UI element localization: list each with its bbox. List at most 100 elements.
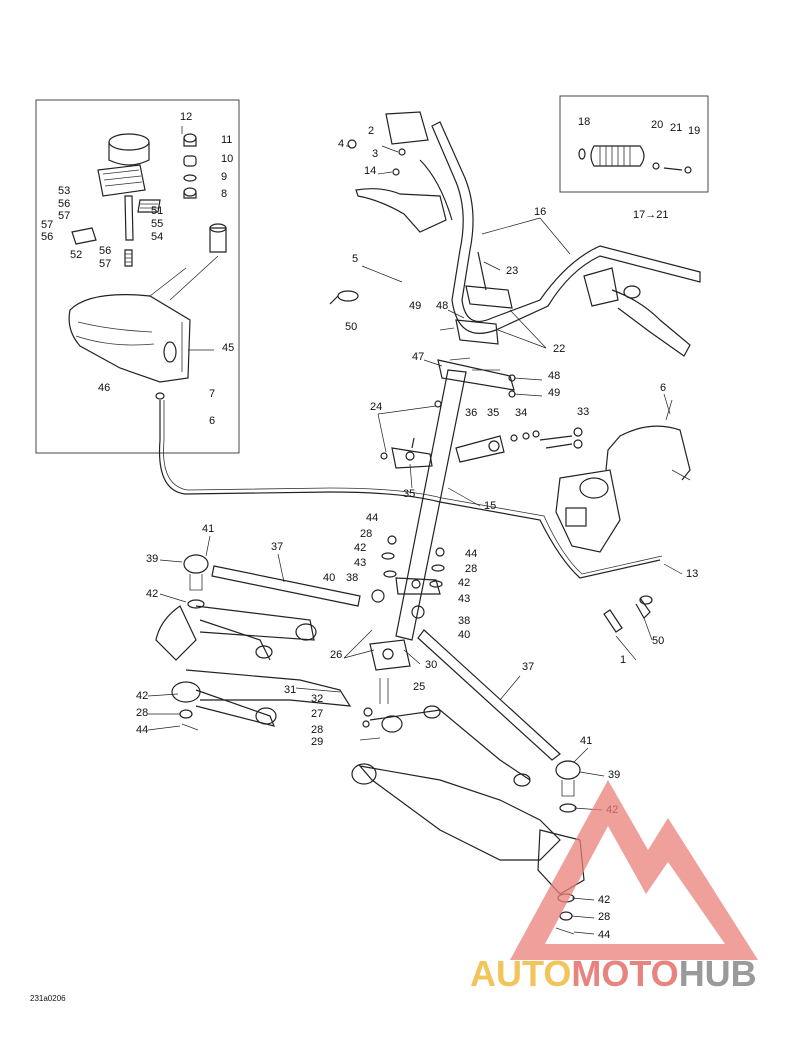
- callout-c42c: 42: [146, 588, 158, 600]
- tie-rod-end-hardware: [371, 535, 445, 619]
- callout-c38b: 38: [458, 615, 470, 627]
- callout-c39a: 39: [146, 553, 158, 565]
- callout-c57b: 57: [41, 219, 53, 231]
- callout-c39b: 39: [608, 769, 620, 781]
- callout-c41a: 41: [202, 523, 214, 535]
- watermark-text-auto: AUTO: [470, 953, 571, 994]
- callout-c54: 54: [151, 231, 163, 243]
- callout-c43a: 43: [354, 557, 366, 569]
- tie-rod-right: [417, 629, 581, 813]
- callout-c52: 52: [70, 249, 82, 261]
- brake-lever-right: [583, 267, 691, 357]
- callout-c35b: 35: [403, 488, 415, 500]
- callout-c11: 11: [221, 134, 232, 146]
- a-arms-right: [351, 705, 585, 935]
- handlebar: [419, 121, 701, 334]
- callout-c35a: 35: [487, 407, 499, 419]
- callout-c41b: 41: [580, 735, 592, 747]
- callout-c48b: 48: [548, 370, 560, 382]
- callout-c30: 30: [425, 659, 437, 671]
- callout-c56b: 56: [41, 231, 53, 243]
- callout-c55: 55: [151, 218, 163, 230]
- callout-c50b: 50: [652, 635, 664, 647]
- watermark-text-hub: HUB: [679, 953, 757, 994]
- callout-c3: 3: [372, 148, 378, 160]
- callout-c12: 12: [180, 111, 192, 123]
- throttle-lever-left: [347, 111, 447, 233]
- callout-c40a: 40: [323, 572, 335, 584]
- hand-guard: [68, 255, 219, 383]
- callout-c46: 46: [98, 382, 110, 394]
- callout-c53: 53: [58, 185, 70, 197]
- callout-c28a: 28: [360, 528, 372, 540]
- callout-c56a: 56: [58, 198, 70, 210]
- callout-c8: 8: [221, 188, 227, 200]
- callout-c47: 47: [412, 351, 424, 363]
- callout-c24: 24: [370, 401, 382, 413]
- callout-c27: 27: [311, 708, 323, 720]
- callout-c25: 25: [413, 681, 425, 693]
- callout-c50a: 50: [345, 321, 357, 333]
- callout-c57a: 57: [58, 210, 70, 222]
- watermark-triangle-icon: [510, 780, 758, 960]
- callout-c49b: 49: [548, 387, 560, 399]
- callout-c57c: 57: [99, 258, 111, 270]
- callout-c16: 16: [534, 206, 546, 218]
- callout-c31: 31: [284, 684, 296, 696]
- callout-c36: 36: [465, 407, 477, 419]
- callout-c48a: 48: [436, 300, 448, 312]
- cable-clips-loose: [603, 595, 653, 633]
- callout-c22: 22: [553, 343, 565, 355]
- tie-rod-left: [183, 554, 361, 609]
- callout-c43b: 43: [458, 593, 470, 605]
- callout-c37b: 37: [522, 661, 534, 673]
- callout-c44b: 44: [465, 548, 477, 560]
- callout-c42a: 42: [354, 542, 366, 554]
- callout-c45: 45: [222, 342, 234, 354]
- watermark-text-moto: MOTO: [571, 953, 678, 994]
- callout-c18: 18: [578, 116, 590, 128]
- handlebar-clamps: [439, 251, 513, 345]
- drawing-code: 231a0206: [30, 994, 66, 1003]
- callout-c9: 9: [221, 171, 227, 183]
- callout-c44d: 44: [598, 929, 610, 941]
- callout-c56c: 56: [99, 245, 111, 257]
- callout-c1: 1: [620, 654, 626, 666]
- callout-c28d: 28: [311, 724, 323, 736]
- callout-c29: 29: [311, 736, 323, 748]
- watermark-logo: [510, 780, 758, 960]
- callout-c42b: 42: [458, 577, 470, 589]
- callout-c28c: 28: [136, 707, 148, 719]
- column-support-bolts: [455, 427, 583, 463]
- callout-c19: 19: [688, 125, 700, 137]
- inset-frame-left: [35, 99, 240, 454]
- a-arms-left: [155, 605, 352, 731]
- callout-c32: 32: [311, 693, 323, 705]
- callout-c37a: 37: [271, 541, 283, 553]
- callout-c1721: 17→21: [633, 209, 668, 221]
- callout-c2: 2: [368, 125, 374, 137]
- steering-column: [380, 357, 516, 641]
- callout-c34: 34: [515, 407, 527, 419]
- callout-c10: 10: [221, 153, 233, 165]
- callout-c15: 15: [484, 500, 496, 512]
- inset-frame-grip: [559, 95, 709, 193]
- lower-column-mount: [359, 577, 441, 741]
- callout-c6a: 6: [209, 415, 215, 427]
- watermark-text: AUTOMOTOHUB: [470, 953, 757, 994]
- callout-c51: 51: [151, 205, 163, 217]
- callout-c38a: 38: [346, 572, 358, 584]
- cable-clip-50: [329, 290, 359, 305]
- callout-c4: 4: [338, 138, 344, 150]
- callout-c7: 7: [209, 388, 215, 400]
- callout-c13: 13: [686, 568, 698, 580]
- grip-assembly: [578, 145, 692, 174]
- callout-c28b: 28: [465, 563, 477, 575]
- callout-c20: 20: [651, 119, 663, 131]
- callout-c21a: 21: [670, 122, 682, 134]
- callout-c44a: 44: [366, 512, 378, 524]
- callout-c33: 33: [577, 406, 589, 418]
